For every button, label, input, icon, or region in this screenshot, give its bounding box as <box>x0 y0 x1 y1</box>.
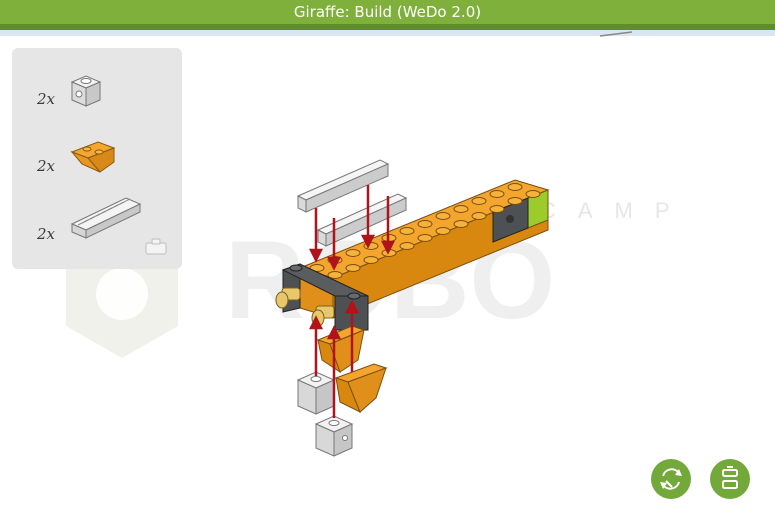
gear-rack-icon <box>70 197 142 239</box>
window-title: Giraffe: Build (WeDo 2.0) <box>293 3 482 21</box>
part-qty-1: 2x <box>37 90 56 108</box>
build-step-model <box>275 159 550 457</box>
parts-collapse-icon[interactable] <box>144 236 168 256</box>
parts-list-button[interactable] <box>710 459 750 499</box>
title-separator <box>0 30 775 36</box>
brick-1x1-with-hole-icon <box>70 75 102 107</box>
part-qty-2: 2x <box>37 157 56 175</box>
watermark-small-text: CAMP <box>540 198 692 223</box>
inverted-slope-brick-icon <box>70 141 116 173</box>
window-title-bar: Giraffe: Build (WeDo 2.0) <box>0 0 775 30</box>
parts-list-icon <box>722 466 738 489</box>
rotate-view-icon <box>660 468 682 490</box>
rotate-view-button[interactable] <box>651 459 691 499</box>
part-qty-3: 2x <box>37 225 56 243</box>
